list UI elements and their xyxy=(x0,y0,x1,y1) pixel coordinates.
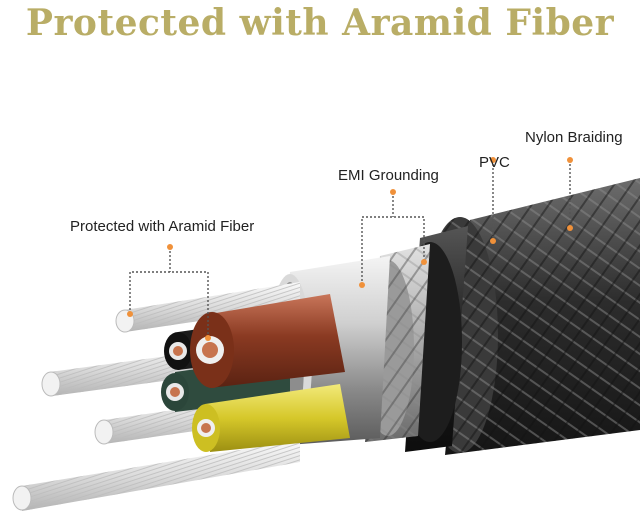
callout-dot-emi-braid xyxy=(421,259,427,265)
callout-dot-emi-foil xyxy=(359,282,365,288)
callout-dot-aramid-strand xyxy=(127,311,133,317)
callout-label-aramid: Protected with Aramid Fiber xyxy=(70,218,254,235)
callout-dot-aramid xyxy=(167,244,173,250)
callout-dot-nylon xyxy=(567,157,573,163)
callout-dot-nylon-layer xyxy=(567,225,573,231)
callout-label-nylon: Nylon Braiding xyxy=(525,129,623,146)
callout-label-pvc: PVC xyxy=(479,154,510,171)
callout-label-emi: EMI Grounding xyxy=(338,167,439,184)
callout-dot-pvc-layer xyxy=(490,238,496,244)
callout-dot-emi xyxy=(390,189,396,195)
callout-dot-aramid-core xyxy=(205,335,211,341)
